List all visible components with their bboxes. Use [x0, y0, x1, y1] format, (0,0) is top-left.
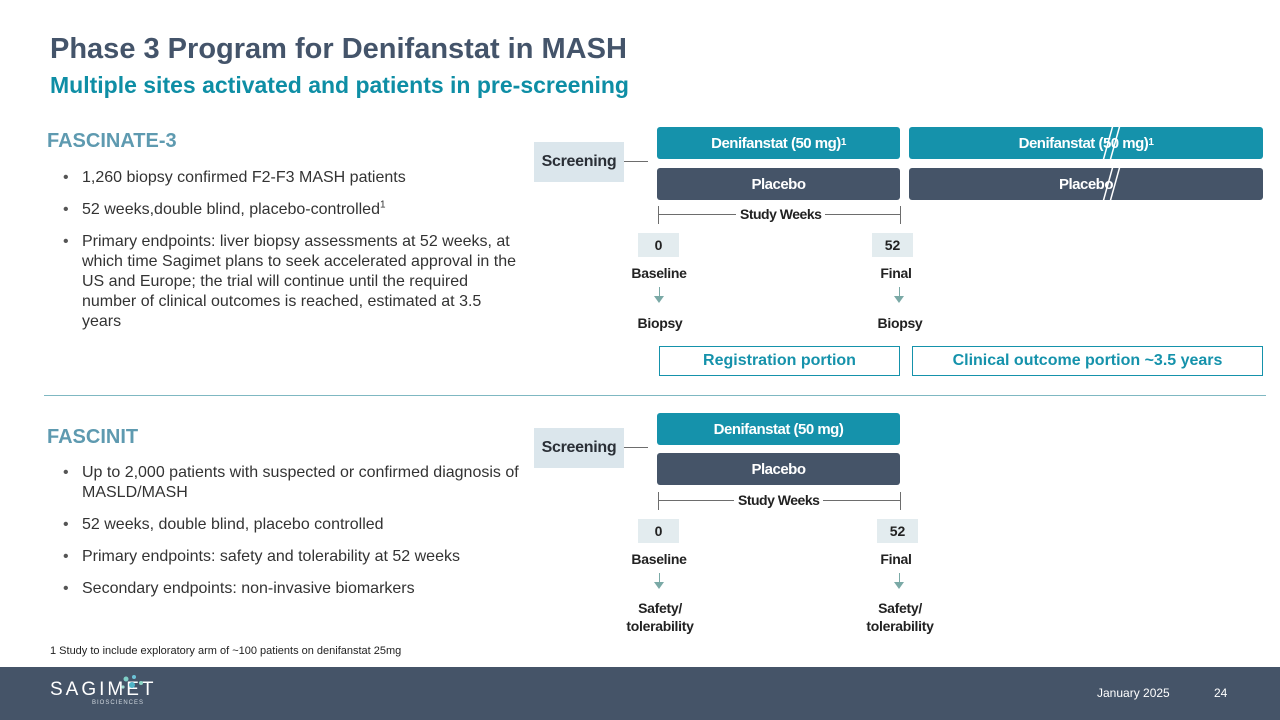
baseline-label: Baseline: [631, 551, 687, 567]
list-item: 52 weeks, double blind, placebo controll…: [50, 515, 520, 535]
section-divider: [44, 395, 1266, 396]
placebo-arm-extension-bar: Placebo: [909, 168, 1263, 200]
fascinit-bullet-list: Up to 2,000 patients with suspected or c…: [50, 463, 520, 611]
drug-arm-extension-bar: Denifanstat (50 mg)1: [909, 127, 1263, 159]
bullet-text: Secondary endpoints: non-invasive biomar…: [82, 580, 415, 597]
bullet-text: 52 weeks, double blind, placebo controll…: [82, 516, 384, 533]
placebo-arm-label: Placebo: [1058, 175, 1114, 193]
week-52-box: 52: [872, 233, 913, 257]
connector-line: [624, 447, 648, 448]
screening-box: Screening: [534, 428, 624, 468]
drug-arm-label: Denifanstat (50 mg): [1018, 134, 1149, 152]
logo-subtext: BIOSCIENCES: [92, 700, 145, 706]
footer-bar: [0, 667, 1280, 720]
fascinit-heading: FASCINIT: [47, 426, 139, 448]
week-52-box: 52: [877, 519, 918, 543]
list-item: Primary endpoints: liver biopsy assessme…: [50, 232, 520, 332]
fascinate-bullet-list: 1,260 biopsy confirmed F2-F3 MASH patien…: [50, 168, 520, 344]
safety-end-label: Safety/ tolerability: [866, 600, 934, 634]
bullet-text: Up to 2,000 patients with suspected or c…: [82, 464, 519, 501]
list-item: Secondary endpoints: non-invasive biomar…: [50, 579, 520, 599]
drug-arm-bar: Denifanstat (50 mg)1: [657, 127, 900, 159]
down-arrow-icon: [654, 582, 664, 589]
list-item: 52 weeks,double blind, placebo-controlle…: [50, 200, 520, 220]
footnote: 1 Study to include exploratory arm of ~1…: [50, 645, 402, 657]
arrow-shaft: [659, 287, 660, 297]
list-item: Primary endpoints: safety and tolerabili…: [50, 547, 520, 567]
placebo-arm-bar: Placebo: [657, 168, 900, 200]
biopsy-start-label: Biopsy: [637, 315, 683, 331]
baseline-label: Baseline: [631, 265, 687, 281]
connector-line: [624, 161, 648, 162]
fascinate-heading: FASCINATE-3: [47, 130, 177, 152]
bullet-text: Primary endpoints: liver biopsy assessme…: [82, 233, 517, 330]
down-arrow-icon: [654, 296, 664, 303]
logo-wordmark: SAGIMET: [50, 679, 157, 700]
screening-box: Screening: [534, 142, 624, 182]
list-item: Up to 2,000 patients with suspected or c…: [50, 463, 520, 503]
week-0-box: 0: [638, 233, 679, 257]
list-item: 1,260 biopsy confirmed F2-F3 MASH patien…: [50, 168, 520, 188]
bullet-text: Primary endpoints: safety and tolerabili…: [82, 548, 460, 565]
placebo-arm-bar: Placebo: [657, 453, 900, 485]
connector-spacer: [648, 143, 649, 162]
down-arrow-icon: [894, 582, 904, 589]
down-arrow-icon: [894, 296, 904, 303]
page-subtitle: Multiple sites activated and patients in…: [50, 72, 629, 98]
arrow-shaft: [899, 287, 900, 297]
break-mark-icon: [1102, 168, 1121, 200]
logo-dots-icon: [121, 675, 143, 689]
bullet-text: 1,260 biopsy confirmed F2-F3 MASH patien…: [82, 169, 406, 186]
bullet-text: 52 weeks,double blind, placebo-controlle…: [82, 201, 380, 218]
break-mark-icon: [1102, 127, 1121, 159]
final-label: Final: [880, 551, 912, 567]
arrow-shaft: [899, 573, 900, 583]
arrow-shaft: [659, 573, 660, 583]
span-tick-right: [900, 206, 901, 224]
drug-arm-bar: Denifanstat (50 mg): [657, 413, 900, 445]
final-label: Final: [880, 265, 912, 281]
clinical-outcome-portion-box: Clinical outcome portion ~3.5 years: [912, 346, 1263, 376]
footer-date: January 2025: [1097, 686, 1170, 700]
span-tick-left: [658, 206, 659, 224]
safety-start-label: Safety/ tolerability: [626, 600, 694, 634]
span-tick-right: [900, 492, 901, 510]
page-title: Phase 3 Program for Denifanstat in MASH: [50, 33, 627, 65]
company-logo: SAGIMET BIOSCIENCES: [50, 675, 157, 706]
page-number: 24: [1214, 686, 1228, 700]
biopsy-end-label: Biopsy: [877, 315, 923, 331]
span-tick-left: [658, 492, 659, 510]
footnote-marker: 1: [379, 199, 386, 211]
drug-arm-label: Denifanstat (50 mg): [711, 134, 841, 152]
study-weeks-label: Study Weeks: [734, 492, 824, 508]
study-weeks-label: Study Weeks: [736, 206, 826, 222]
registration-portion-box: Registration portion: [659, 346, 900, 376]
week-0-box: 0: [638, 519, 679, 543]
